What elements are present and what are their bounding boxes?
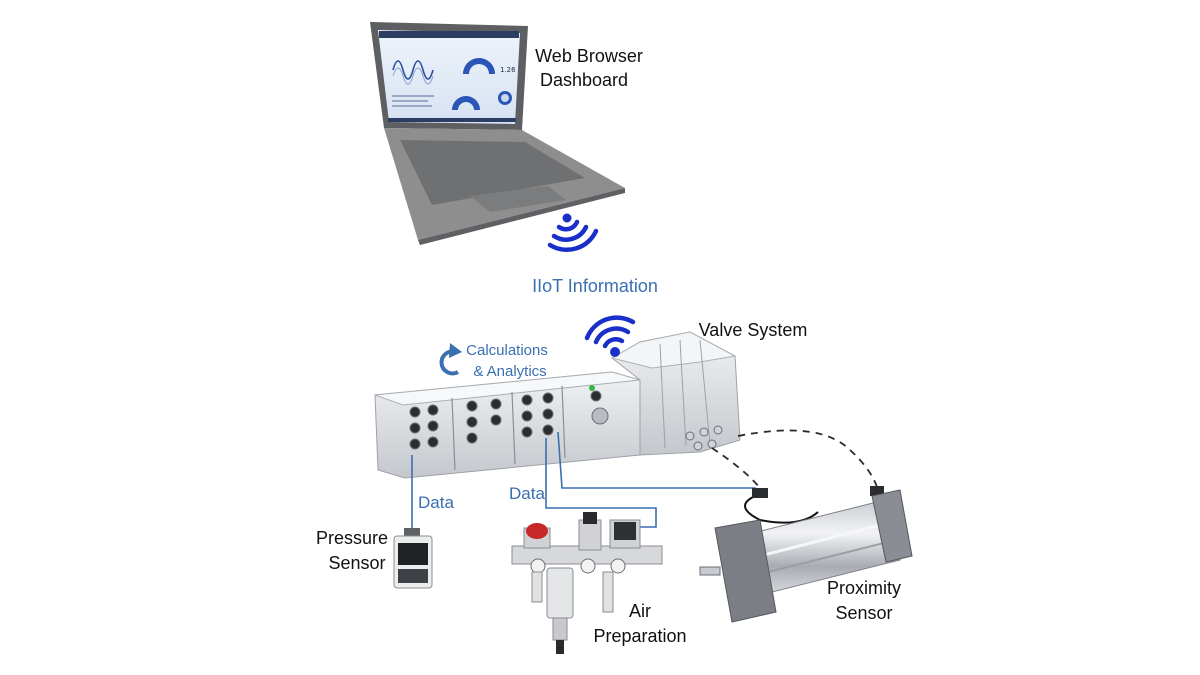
label-pressure-line1: Pressure bbox=[316, 528, 388, 548]
solenoid-coil bbox=[614, 522, 636, 540]
label-air-line1: Air bbox=[629, 601, 651, 621]
diagram-labels: Web Browser Dashboard IIoT Information V… bbox=[316, 46, 901, 646]
cylinder-end-cap-back bbox=[871, 489, 913, 563]
laptop: 1.26 bbox=[370, 22, 625, 245]
dashboard-content: 1.26 bbox=[379, 31, 519, 122]
valve-fittings bbox=[685, 425, 723, 451]
waveform-chart-2 bbox=[392, 67, 434, 85]
airprep-data-line bbox=[545, 438, 657, 528]
label-valve-system: Valve System bbox=[699, 320, 808, 340]
piston-rod bbox=[699, 566, 721, 576]
dashboard-header-bar bbox=[379, 31, 519, 38]
gauge-2 bbox=[580, 558, 596, 574]
waveform-chart bbox=[392, 60, 434, 80]
dashboard-readout: 1.26 bbox=[500, 66, 516, 74]
bus-connector bbox=[591, 407, 609, 425]
wifi-icon bbox=[547, 213, 599, 253]
label-calculations-line2: & Analytics bbox=[473, 363, 546, 380]
sensor-cable bbox=[744, 493, 819, 524]
label-iiot-information: IIoT Information bbox=[532, 276, 658, 296]
label-proximity-line2: Sensor bbox=[835, 603, 892, 623]
pressure-sensor-display bbox=[398, 543, 428, 565]
label-data-center: Data bbox=[509, 484, 545, 503]
io-connectors bbox=[409, 390, 602, 450]
label-web-browser-line2: Dashboard bbox=[540, 70, 628, 90]
status-led bbox=[589, 385, 595, 391]
pneumatic-cylinder bbox=[699, 486, 913, 623]
label-data-left: Data bbox=[418, 493, 454, 512]
air-preparation bbox=[511, 512, 663, 654]
label-air-line2: Preparation bbox=[593, 626, 686, 646]
laptop-trackpad bbox=[470, 186, 566, 212]
proximity-sensor-head bbox=[752, 488, 768, 498]
gauge-3 bbox=[610, 558, 626, 574]
label-pressure-line2: Sensor bbox=[328, 553, 385, 573]
pressure-sensor bbox=[393, 528, 433, 589]
cylinder-end-cap-front bbox=[714, 519, 777, 623]
laptop-keyboard bbox=[400, 140, 585, 205]
lockout-valve bbox=[526, 523, 548, 539]
taskbar bbox=[388, 118, 516, 122]
gauge-chart-bottom bbox=[452, 96, 480, 110]
label-calculations-line1: Calculations bbox=[466, 342, 548, 359]
pneumatic-lines bbox=[711, 429, 879, 491]
filter-bowl bbox=[546, 567, 574, 619]
regulator-knob bbox=[583, 512, 597, 524]
valve-system bbox=[374, 331, 741, 479]
label-web-browser-line1: Web Browser bbox=[535, 46, 643, 66]
gauge-chart-top bbox=[463, 58, 495, 74]
laptop-screen bbox=[378, 30, 520, 124]
gauge-1 bbox=[530, 558, 546, 574]
wifi-icon-valve bbox=[584, 315, 636, 357]
label-proximity-line1: Proximity bbox=[827, 578, 901, 598]
circular-arrow-icon bbox=[439, 343, 462, 376]
